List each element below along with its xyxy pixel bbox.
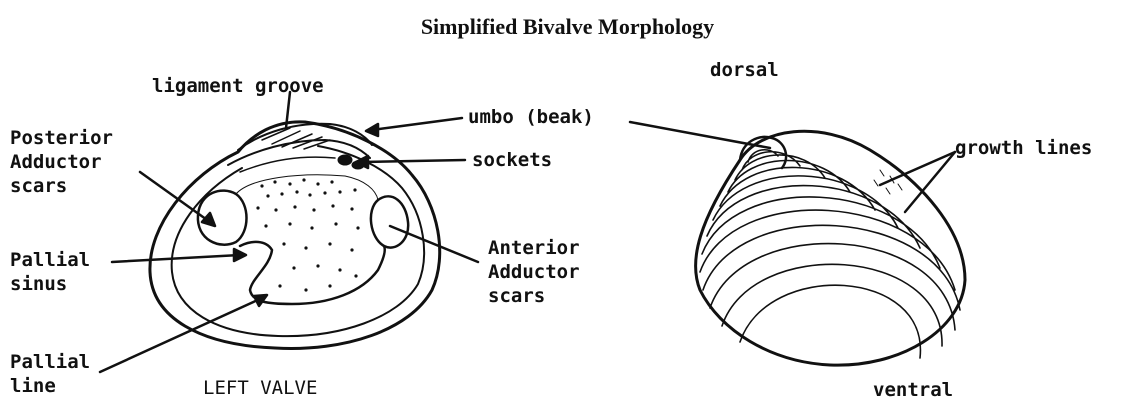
umbo-label: umbo (beak) bbox=[468, 107, 594, 128]
pallial-sinus-label-line2: sinus bbox=[10, 274, 67, 295]
pallial-sinus-pointer bbox=[112, 255, 240, 262]
anterior-adductor-label-line2: Adductor bbox=[488, 262, 580, 283]
posterior-adductor-pointer-head bbox=[202, 213, 215, 226]
sockets-pointer bbox=[362, 160, 465, 162]
stipple-dots bbox=[256, 178, 359, 291]
anterior-adductor-label-line3: scars bbox=[488, 286, 545, 307]
socket-1 bbox=[338, 155, 352, 165]
sockets-label: sockets bbox=[472, 150, 552, 171]
ventral-label: ventral bbox=[873, 380, 953, 401]
pallial-line-label-line1: Pallial bbox=[10, 352, 90, 373]
pallial-line-pointer bbox=[100, 298, 262, 372]
anterior-adductor-label-line1: Anterior bbox=[488, 238, 580, 259]
anterior-adductor-scar bbox=[371, 196, 408, 247]
left-valve-drawing bbox=[150, 122, 440, 349]
umbo-pointer-left bbox=[372, 118, 462, 130]
growth-lines-pointer-1 bbox=[880, 152, 955, 185]
hinge-plate-lower bbox=[240, 157, 335, 172]
anterior-adductor-pointer bbox=[390, 226, 478, 262]
pallial-sinus-pointer-head bbox=[234, 249, 246, 261]
posterior-adductor-label-line3: scars bbox=[10, 176, 67, 197]
posterior-adductor-pointer bbox=[140, 172, 210, 222]
stippled-area-edge bbox=[236, 175, 378, 200]
left-valve-caption: LEFT VALVE bbox=[203, 378, 317, 399]
umbo-pointer-left-head bbox=[366, 124, 378, 136]
ligament-groove-label: ligament groove bbox=[152, 76, 324, 97]
posterior-adductor-label-line2: Adductor bbox=[10, 152, 102, 173]
growth-lines-label: growth lines bbox=[955, 138, 1092, 159]
left-valve-outer-shell bbox=[150, 122, 440, 349]
pallial-line-label-line2: line bbox=[10, 376, 56, 397]
pallial-line-pointer-head bbox=[254, 295, 267, 306]
dorsal-label: dorsal bbox=[710, 60, 779, 81]
growth-lines-pattern bbox=[700, 150, 960, 358]
umbo-pointer-right bbox=[630, 122, 770, 148]
posterior-adductor-label-line1: Posterior bbox=[10, 128, 113, 149]
pallial-sinus-label-line1: Pallial bbox=[10, 250, 90, 271]
